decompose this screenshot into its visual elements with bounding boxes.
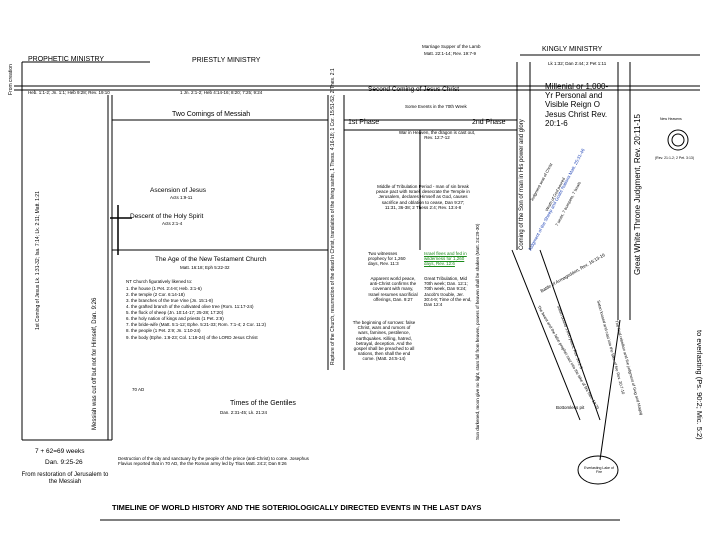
beginning-sorrows-text: The beginning of sorrows: false Christ, …	[352, 320, 416, 362]
everlasting-vertical: to everlasting (Ps. 90:2; Mic. 5:2)	[695, 330, 704, 440]
prophetic-ministry-heading: PROPHETIC MINISTRY	[28, 56, 105, 63]
times-gentiles-title: Times of the Gentiles	[230, 400, 296, 407]
white-throne-vertical: Great White Throne Judgment, Rev. 20:11-…	[633, 114, 642, 275]
sun-darkened-vertical: Sun darkened, moon give no light, stars …	[475, 223, 480, 440]
list-item: 8. the people (1 Pet. 2:9; Jn. 1:10-24)	[126, 328, 201, 334]
from-creation-label: From creation	[8, 64, 14, 95]
two-comings-title: Two Comings of Messiah	[172, 111, 251, 118]
millenial-text: Millenial or 1,000-Yr Personal and Visib…	[545, 82, 609, 128]
list-item: 2. the temple (2 Cor. 6:14-18)	[126, 292, 185, 298]
nt-church-title: NT Church figuratively likened to:	[126, 279, 193, 284]
weeks-label: 7 + 62=69 weeks	[35, 448, 85, 455]
list-item: 4. the grafted branch of the cultivated …	[126, 304, 254, 310]
marriage-supper-ref: Matt. 22:1-14; Rev. 19:7-9	[424, 51, 476, 56]
apparent-peace-text: Apparent world peace, anti-Christ confir…	[368, 276, 418, 302]
age-ref: Matt. 16:18; Eph 5:22-32	[180, 265, 230, 270]
weeks-ref: Dan. 9:25-26	[45, 459, 83, 466]
list-item: 3. the branches of the true Vine (Jn. 15…	[126, 298, 213, 304]
list-item: 5. the flock of sheep (Jn. 10:14-17; 25-…	[126, 310, 224, 316]
great-tribulation-text: Great Tribulation, Mid 70th week; Dan. 1…	[424, 276, 472, 307]
new-heavens-label: New Heavens	[660, 117, 682, 121]
list-item: 1. the house (1 Pet. 2:4-8; Heb. 3:1-6)	[126, 286, 202, 291]
priestly-ministry-heading: PRIESTLY MINISTRY	[192, 57, 261, 64]
age-title: The Age of the New Testament Church	[155, 256, 267, 263]
destruction-text: Destruction of the city and sanctuary by…	[118, 456, 309, 467]
first-coming-vertical: 1st Coming of Jesus Lk. 1:31-32; Isa. 7:…	[35, 191, 41, 330]
descent-ref: Acts 2:1-4	[162, 221, 183, 226]
footer-title: TIMELINE OF WORLD HISTORY AND THE SOTERI…	[112, 503, 482, 512]
second-phase-label: 2nd Phase	[472, 119, 506, 126]
list-item: 7. the bride-wife (Matt. 5:1-12; Ephe. 5…	[126, 322, 266, 328]
kingly-ref: Lk 1:32; Dan 2:44; 2 Pet 1:11	[548, 61, 607, 66]
from-restoration-text: From restoration of Jerusalem to the Mes…	[21, 472, 109, 485]
first-phase-label: 1st Phase	[348, 119, 380, 126]
descent-title: Descent of the Holy Spirit	[130, 213, 204, 220]
seventy-ad-label: 70 AD	[132, 387, 145, 392]
israel-flees-text: Israel flees and fed in wilderness for 1…	[424, 251, 467, 267]
kingly-ministry-heading: KINGLY MINISTRY	[542, 46, 603, 53]
war-in-heaven-text: War in Heaven, the dragon is cast out, R…	[398, 130, 476, 141]
messiah-cut-off-vertical: Messiah was cut off but not for Himself,…	[92, 297, 98, 430]
coming-son-vertical: Coming of the Son of man in His power an…	[519, 119, 525, 250]
some-events-label: Some Events in the 70th Week	[405, 104, 467, 109]
middle-tribulation-text: Middle of Tribulation Period - man of si…	[376, 184, 470, 210]
lake-fire-label: Everlasting Lake of Fire	[584, 466, 614, 475]
second-coming-title: Second Coming of Jesus Christ	[368, 86, 460, 93]
rapture-vertical: Rapture of the Church, resurrection of t…	[330, 68, 336, 365]
new-heavens-ref: (Rev. 21:1-2; 2 Pet. 3:13)	[655, 156, 695, 160]
nt-church-list: 1. the house (1 Pet. 2:4-8; Heb. 3:1-6) …	[126, 286, 326, 341]
times-gentiles-ref: Dan. 2:31-45; Lk. 21:24	[220, 410, 268, 415]
list-item: 6. the holy nation of kings and priests …	[126, 316, 224, 322]
ascension-ref: Acts 1:9-11	[170, 195, 193, 200]
bottomless-pit-label: Bottomless pit	[556, 405, 585, 410]
list-item: 9. the body (Ephe. 1:8-23; Col. 1:18-24)…	[126, 334, 258, 340]
marriage-supper-title: Marriage Supper of the Lamb	[422, 44, 481, 49]
heb-ref: Heb. 1:1-2; Jn. 1:1; Heb 9:28; Rev. 19:1…	[28, 90, 110, 95]
two-witnesses-text: Two witnesses prophecy for 1,260 days, R…	[368, 251, 406, 267]
john-ref: 1 Jn. 2:1-2; Heb 4:14-16; 8:20; 7:25; 9:…	[180, 90, 263, 95]
ascension-title: Ascension of Jesus	[150, 187, 207, 194]
